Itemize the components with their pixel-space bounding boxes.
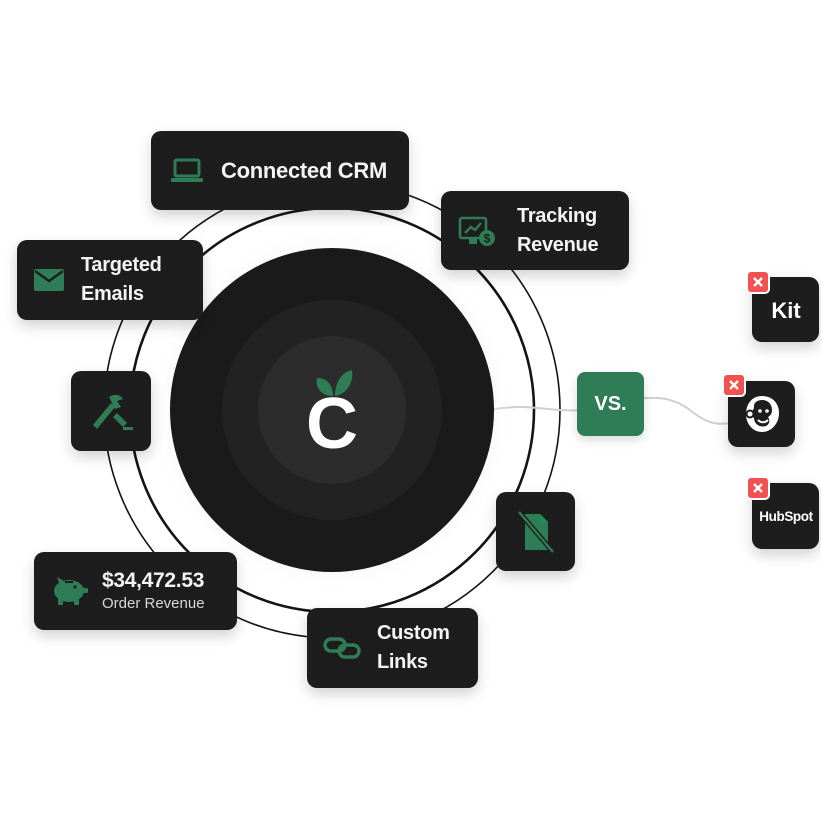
- feature-label-group: $34,472.53 Order Revenue: [102, 568, 205, 614]
- tools-icon: [93, 394, 133, 430]
- order-revenue-amount: $34,472.53: [102, 569, 205, 592]
- laptop-icon: [169, 158, 205, 184]
- feature-label-line2: Revenue: [517, 233, 599, 256]
- feature-connected-crm: Connected CRM: [151, 131, 409, 210]
- mail-icon: [32, 268, 66, 292]
- feature-label-line1: Tracking: [517, 204, 597, 227]
- svg-text:Kit: Kit: [771, 298, 801, 322]
- feature-label-group: Targeted Emails: [81, 251, 162, 309]
- close-icon: [722, 373, 746, 397]
- feature-no-document: [496, 492, 575, 571]
- feature-tools: [71, 371, 151, 451]
- kit-logo: Kit: [771, 298, 801, 322]
- feature-label-line1: Targeted: [81, 254, 162, 276]
- vs-badge: VS.: [577, 372, 644, 436]
- svg-text:HubSpot: HubSpot: [759, 509, 813, 524]
- hubspot-logo: HubSpot: [759, 509, 814, 524]
- feature-label: Connected CRM: [221, 157, 387, 183]
- feature-label-line2: Emails: [81, 283, 144, 305]
- feature-targeted-emails: Targeted Emails: [17, 240, 203, 320]
- leaf-icon: [316, 370, 353, 396]
- mailchimp-logo: [745, 396, 779, 432]
- hub-inner: [258, 336, 406, 484]
- link-icon: [323, 636, 361, 660]
- order-revenue-label: Order Revenue: [102, 595, 205, 612]
- no-document-icon: [516, 509, 555, 554]
- close-icon: [746, 270, 770, 294]
- piggy-bank-icon: [48, 575, 90, 607]
- svg-text:$: $: [484, 231, 491, 245]
- revenue-chart-icon: $: [457, 215, 497, 247]
- feature-label-group: Custom Links: [377, 619, 450, 677]
- feature-label-line2: Links: [377, 651, 428, 673]
- center-logo: C: [282, 360, 382, 460]
- feature-order-revenue: $34,472.53 Order Revenue: [34, 552, 237, 630]
- feature-tracking-revenue: $ Tracking Revenue: [441, 191, 629, 270]
- logo-letter: C: [306, 384, 358, 464]
- feature-label-line1: Custom: [377, 622, 450, 644]
- vs-label: VS.: [594, 392, 627, 415]
- close-icon: [746, 476, 770, 500]
- feature-custom-links: Custom Links: [307, 608, 478, 688]
- feature-label-group: Tracking Revenue: [517, 202, 599, 260]
